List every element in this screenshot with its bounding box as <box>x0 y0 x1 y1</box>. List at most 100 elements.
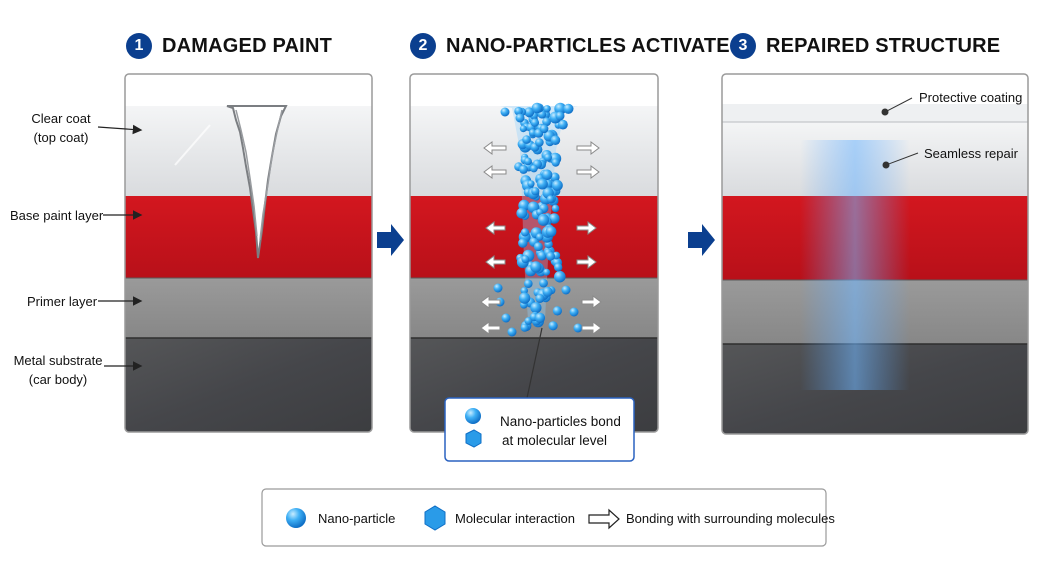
nano-particle-icon <box>465 408 481 424</box>
nano-particle <box>535 294 545 303</box>
stage-header-1: 1 DAMAGED PAINT <box>126 31 332 61</box>
nano-particle <box>544 153 552 162</box>
nano-particle <box>563 103 574 114</box>
nano-particle <box>530 302 542 314</box>
primer-label: Primer layer <box>27 294 98 309</box>
nano-particle <box>539 278 548 288</box>
legend: Nano-particle Molecular interaction Bond… <box>261 488 835 547</box>
nano-particle <box>521 255 530 264</box>
nano-particle <box>542 286 553 297</box>
nano-particle <box>552 306 563 316</box>
label-pointers <box>97 124 143 371</box>
nano-particle <box>519 165 528 174</box>
seamless-repair-glow <box>800 140 910 390</box>
legend-molecular-label: Molecular interaction <box>455 511 575 526</box>
outward-arrows <box>480 141 602 335</box>
nano-particle <box>542 117 551 127</box>
nano-particle <box>533 242 543 252</box>
nano-particle-icon <box>286 508 306 528</box>
nano-particle <box>539 124 549 134</box>
callout-line1: Nano-particles bond <box>500 414 621 429</box>
nano-particle <box>550 172 560 183</box>
nano-particle <box>541 169 553 181</box>
nano-particle <box>536 178 548 190</box>
panel-repaired: Protective coating Seamless repair <box>722 74 1028 434</box>
nano-particle <box>554 263 563 272</box>
step-number-badge: 3 <box>730 33 756 59</box>
metal-label-line1: Metal substrate <box>13 353 103 368</box>
hexagon-icon <box>424 505 446 531</box>
panel-damaged-paint <box>125 74 372 432</box>
nano-particle <box>530 261 542 273</box>
nano-particle <box>558 119 568 130</box>
nano-particle <box>501 313 511 323</box>
nano-particle <box>520 287 528 295</box>
nano-particle <box>573 323 583 333</box>
stage-header-2: 2 NANO-PARTICLES ACTIVATE <box>410 31 730 61</box>
clear-coat-label-line2: (top coat) <box>33 130 89 145</box>
nano-particle <box>514 106 523 116</box>
step-number-badge: 1 <box>126 33 152 59</box>
nano-particle <box>531 102 543 114</box>
nano-particle <box>507 327 517 337</box>
nano-particle <box>548 321 558 331</box>
legend-nano-label: Nano-particle <box>318 511 395 526</box>
nano-particle <box>543 105 551 113</box>
nano-particle <box>530 118 540 127</box>
stage-header-3: 3 REPAIRED STRUCTURE <box>730 31 1000 61</box>
nano-particle <box>554 102 567 115</box>
stage-title: NANO-PARTICLES ACTIVATE <box>446 34 730 57</box>
nano-particle <box>527 180 535 188</box>
nano-particle <box>545 226 557 237</box>
metal-label-line2: (car body) <box>28 372 88 387</box>
nano-particle <box>555 111 565 121</box>
nano-particle <box>524 279 533 289</box>
nano-particle <box>554 270 566 283</box>
nano-particle <box>519 125 527 133</box>
callout-line2: at molecular level <box>502 433 607 448</box>
nano-particle <box>551 204 560 213</box>
arrow-right-icon <box>377 224 404 256</box>
nano-particle <box>516 207 528 219</box>
primer-layer <box>125 278 372 338</box>
nano-particle <box>524 157 532 166</box>
stage-title: DAMAGED PAINT <box>162 34 333 57</box>
nano-particle <box>543 268 551 276</box>
nano-particle <box>536 233 544 241</box>
nano-particle <box>546 195 555 204</box>
nano-particle <box>524 107 535 118</box>
hexagon-icon <box>465 429 482 448</box>
clear-coat-label: Clear coat (top coat) <box>22 109 100 147</box>
metal-layer <box>125 338 372 432</box>
nano-particle <box>518 238 528 248</box>
nano-particle <box>550 135 561 145</box>
nano-particle <box>522 135 531 144</box>
nano-particle <box>546 251 555 261</box>
panel-nano-activate <box>410 74 658 432</box>
step-number-badge: 2 <box>410 33 436 59</box>
seamless-repair-label: Seamless repair <box>924 146 1019 161</box>
clear-coat-label-line1: Clear coat <box>31 111 91 126</box>
nano-particle <box>518 292 531 304</box>
nano-particle <box>551 158 560 167</box>
nano-particle <box>561 285 571 295</box>
base-paint-label: Base paint layer <box>10 208 104 223</box>
stage-title: REPAIRED STRUCTURE <box>766 34 1001 57</box>
nano-particle <box>535 138 544 147</box>
legend-bonding-label: Bonding with surrounding molecules <box>626 511 835 526</box>
nano-particle <box>515 113 525 123</box>
nano-particle <box>531 187 540 196</box>
metal-substrate-label: Metal substrate (car body) <box>12 351 104 389</box>
nano-particle <box>520 228 530 237</box>
nano-particle <box>520 323 529 332</box>
nano-particle <box>493 283 503 293</box>
outline-arrow-icon <box>588 508 620 530</box>
nano-particle <box>500 107 510 117</box>
protective-coating-label: Protective coating <box>919 90 1022 105</box>
callout-box: Nano-particles bond at molecular level <box>444 397 635 462</box>
base-paint-layer <box>125 196 372 278</box>
arrow-right-icon <box>688 224 715 256</box>
particle-cluster <box>493 102 583 337</box>
nano-particle <box>551 179 563 191</box>
